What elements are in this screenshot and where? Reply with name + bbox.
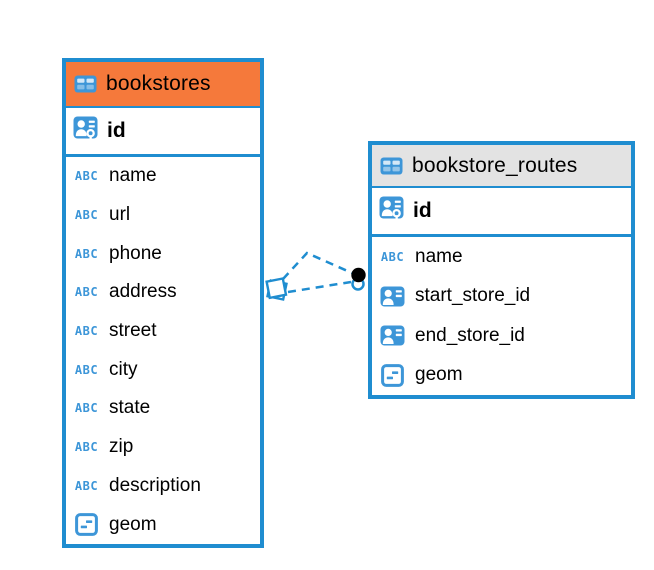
entity-bookstores-header[interactable]: bookstores — [66, 62, 260, 108]
column-name: start_store_id — [415, 285, 531, 307]
column-name: name — [415, 245, 463, 267]
column-row[interactable]: ABC name — [66, 157, 260, 196]
column-row[interactable]: ABC zip — [66, 428, 260, 467]
text-type-icon: ABC — [74, 478, 99, 493]
column-name: id — [107, 119, 126, 142]
text-type-icon: ABC — [74, 208, 99, 223]
text-type-icon: ABC — [380, 249, 405, 264]
relationship-edge[interactable] — [287, 280, 352, 294]
relationship-source-marker — [265, 277, 288, 301]
foreign-key-icon — [379, 286, 406, 307]
column-row[interactable]: ABC url — [66, 196, 260, 235]
column-row[interactable]: ABC street — [66, 312, 260, 351]
text-type-icon: ABC — [74, 246, 99, 261]
column-name: geom — [109, 513, 157, 535]
column-name: end_store_id — [415, 324, 525, 346]
text-type-icon: ABC — [74, 401, 99, 416]
column-row-pk[interactable]: id — [66, 108, 260, 157]
text-type-icon: ABC — [74, 169, 99, 184]
geometry-type-icon — [379, 363, 406, 387]
column-name: phone — [109, 242, 162, 264]
text-type-icon: ABC — [74, 362, 99, 377]
column-row[interactable]: end_store_id — [372, 316, 631, 356]
relationship-target-marker — [351, 267, 366, 291]
column-row[interactable]: ABC description — [66, 467, 260, 506]
column-name: url — [109, 204, 131, 226]
column-row-pk[interactable]: id — [372, 188, 631, 237]
column-name: street — [109, 320, 157, 342]
column-row[interactable]: geom — [66, 505, 260, 544]
column-name: city — [109, 358, 138, 380]
entity-title: bookstores — [106, 72, 211, 95]
entity-bookstores[interactable]: bookstores id ABC name — [62, 58, 264, 548]
column-row[interactable]: ABC phone — [66, 234, 260, 273]
foreign-key-icon — [379, 325, 406, 346]
text-type-icon: ABC — [74, 440, 99, 455]
column-name: zip — [109, 436, 134, 458]
primary-key-icon — [379, 196, 404, 227]
column-name: geom — [415, 364, 463, 386]
column-row[interactable]: ABC address — [66, 273, 260, 312]
column-name: description — [109, 474, 201, 496]
column-row[interactable]: geom — [372, 356, 631, 396]
column-row[interactable]: start_store_id — [372, 277, 631, 317]
column-row[interactable]: ABC city — [66, 350, 260, 389]
entity-bookstore-routes-header[interactable]: bookstore_routes — [372, 145, 631, 188]
entity-bookstore-routes[interactable]: bookstore_routes id ABC name — [368, 141, 635, 399]
table-icon — [380, 157, 403, 175]
text-type-icon: ABC — [74, 285, 99, 300]
column-name: state — [109, 397, 151, 419]
column-row[interactable]: ABC name — [372, 237, 631, 277]
column-name: name — [109, 165, 157, 187]
relationship-edge[interactable] — [282, 251, 353, 280]
text-type-icon: ABC — [74, 324, 99, 339]
entity-title: bookstore_routes — [412, 153, 578, 177]
column-name: address — [109, 281, 177, 303]
geometry-type-icon — [73, 513, 100, 536]
column-row[interactable]: ABC state — [66, 389, 260, 428]
column-name: id — [413, 199, 432, 222]
relationship-connector[interactable] — [253, 238, 383, 316]
primary-key-icon — [73, 116, 98, 147]
table-icon — [74, 75, 97, 93]
